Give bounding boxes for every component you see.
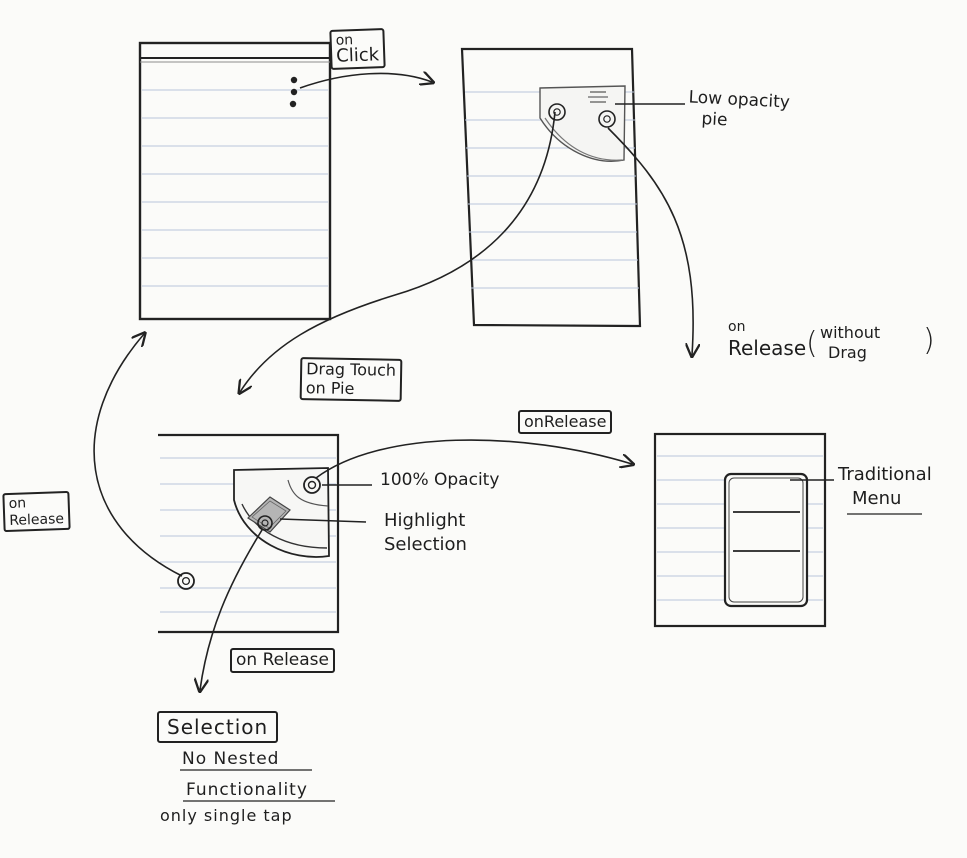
label-on-release-left: on Release (2, 490, 71, 533)
arrow-release-center-to-menu (315, 439, 632, 479)
label-highlight-line1: Highlight (384, 510, 466, 531)
label-on-release-top: onRelease (518, 410, 613, 434)
label-100-opacity-text: 100% Opacity (380, 470, 500, 490)
label-on-release-on: on (728, 319, 746, 335)
label-drag-touch-line1: Drag Touch (306, 359, 397, 380)
label-on-release-top-text: onRelease (524, 412, 607, 431)
pie-menu-full-opacity (233, 467, 330, 558)
label-on-release-release: Release (728, 336, 807, 360)
overflow-menu-icon[interactable] (289, 76, 298, 108)
label-paren-close: ) (923, 323, 935, 358)
traditional-menu-panel[interactable] (723, 472, 809, 608)
arrow-release-to-traditional (607, 127, 693, 355)
label-traditional-menu: Traditional Menu (838, 466, 932, 508)
screen-full-opacity-pie (158, 433, 340, 634)
note-no-nested-text: No Nested (182, 749, 280, 769)
label-on-release-bottom: on Release (230, 648, 336, 673)
label-highlight-line2: Selection (384, 534, 467, 555)
label-paren-open: ( (806, 326, 818, 361)
arrow-release-to-selection (200, 529, 263, 690)
label-drag-touch-on-pie: Drag Touch on Pie (299, 357, 403, 402)
screen-initial (138, 41, 332, 321)
note-single-tap: only single tap (160, 808, 293, 824)
release-point-icon[interactable] (177, 572, 195, 590)
label-low-opacity-pie: Low opacity pie (687, 87, 790, 132)
screen-low-opacity-pie (460, 47, 642, 328)
note-functionality: Functionality (186, 782, 308, 799)
selection-box-text: Selection (167, 715, 269, 739)
label-low-opacity-line2: pie (701, 109, 728, 131)
pie-center-touch-icon[interactable] (598, 110, 616, 128)
label-traditional-line1: Traditional (838, 464, 932, 485)
label-on-release-bottom-text: on Release (236, 650, 330, 670)
label-drag-touch-line2: on Pie (305, 378, 355, 399)
screen-traditional-menu (653, 432, 827, 628)
leader-highlight (279, 518, 367, 523)
label-on-release-left-line2: Release (9, 511, 65, 529)
pie-menu-low-opacity (539, 85, 626, 162)
selected-item-icon[interactable] (257, 515, 273, 531)
label-on-release-without-drag: on Release ( without Drag ) (728, 320, 948, 362)
label-drag: Drag (828, 343, 867, 362)
pie-item-icon[interactable] (548, 103, 566, 121)
label-traditional-line2: Menu (852, 488, 902, 509)
label-on-click-line2: Click (335, 44, 380, 67)
label-on-click: on Click (329, 28, 386, 70)
label-100-opacity: 100% Opacity (380, 472, 499, 489)
note-no-nested: No Nested (182, 751, 279, 768)
label-on-release-left-line1: on (8, 495, 27, 512)
selection-box: Selection (157, 711, 279, 743)
pie-center-touch-icon[interactable] (303, 476, 321, 494)
arrow-release-back-to-start (93, 334, 183, 577)
label-without: without (820, 323, 881, 342)
arrow-drag-to-full-pie (240, 111, 556, 392)
note-single-tap-text: only single tap (160, 806, 293, 825)
note-functionality-text: Functionality (186, 780, 308, 800)
arrow-click-to-pie (299, 73, 432, 89)
label-highlight-selection: Highlight Selection (384, 512, 467, 554)
